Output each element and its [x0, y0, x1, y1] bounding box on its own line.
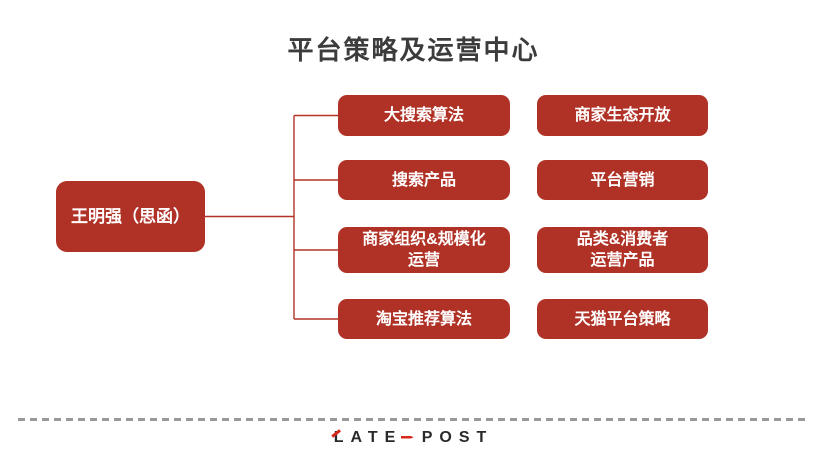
- org-node-search-algorithm: 大搜索算法: [338, 95, 510, 136]
- org-node-root: 王明强（思函）: [56, 181, 205, 252]
- dashed-divider: [18, 418, 806, 421]
- org-node-category-consumer-product: 品类&消费者 运营产品: [537, 227, 708, 273]
- page-title: 平台策略及运营中心: [287, 35, 540, 65]
- org-node-platform-marketing: 平台营销: [537, 160, 708, 200]
- org-node-tmall-platform-strategy: 天猫平台策略: [537, 299, 708, 339]
- brand-logo-row: LATE POST LATE POST: [0, 429, 827, 447]
- org-node-taobao-recommendation: 淘宝推荐算法: [338, 299, 510, 339]
- org-node-merchant-org-scale-ops: 商家组织&规模化 运营: [338, 227, 510, 273]
- org-node-search-product: 搜索产品: [338, 160, 510, 200]
- org-node-merchant-ecosystem: 商家生态开放: [537, 95, 708, 136]
- brand-logo: LATE POST: [333, 429, 494, 446]
